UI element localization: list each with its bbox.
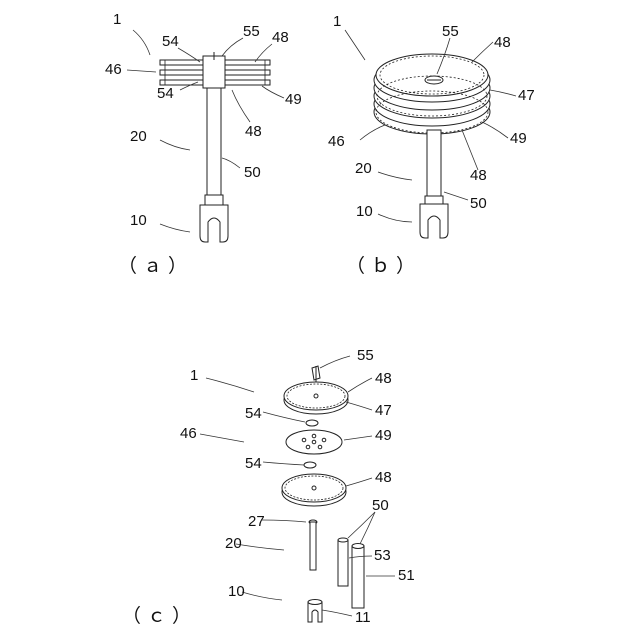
label-a-54-top: 54 — [162, 33, 179, 50]
label-c-51: 51 — [398, 567, 415, 584]
pipe-a — [205, 195, 223, 205]
label-a-48-bottom: 48 — [245, 123, 262, 140]
fork-a — [200, 205, 228, 242]
label-c-47: 47 — [375, 402, 392, 419]
label-b-47: 47 — [518, 87, 535, 104]
label-a-46: 46 — [105, 61, 122, 78]
label-a-55: 55 — [243, 23, 260, 40]
label-b-49: 49 — [510, 130, 527, 147]
gear-bottom — [282, 474, 346, 506]
label-a-1: 1 — [113, 11, 121, 28]
label-b-48-top: 48 — [494, 34, 511, 51]
label-c-48-bottom: 48 — [375, 469, 392, 486]
shaft-b — [427, 130, 441, 202]
label-c-54-top: 54 — [245, 405, 262, 422]
label-c-49: 49 — [375, 427, 392, 444]
plate-49 — [286, 430, 342, 454]
label-c-50: 50 — [372, 497, 389, 514]
label-a-54-bottom: 54 — [157, 85, 174, 102]
screw-55 — [312, 366, 320, 384]
label-b-50: 50 — [470, 195, 487, 212]
fork-b — [420, 204, 448, 238]
label-c-20: 20 — [225, 535, 242, 552]
label-c-46: 46 — [180, 425, 197, 442]
gear-stack-perspective — [374, 54, 490, 134]
label-b-10: 10 — [356, 203, 373, 220]
gear-top — [284, 382, 348, 414]
washer-54-top — [306, 420, 318, 426]
label-c-48-top: 48 — [375, 370, 392, 387]
label-b-20: 20 — [355, 160, 372, 177]
pipe-b — [425, 196, 443, 204]
label-a-10: 10 — [130, 212, 147, 229]
shaft-c — [309, 520, 317, 570]
label-a-20: 20 — [130, 128, 147, 145]
label-b-48-bottom: 48 — [470, 167, 487, 184]
pipe-53 — [338, 538, 348, 586]
label-a-48-top: 48 — [272, 29, 289, 46]
label-c-1: 1 — [190, 367, 198, 384]
caption-a: （ａ） — [118, 255, 193, 277]
label-b-1: 1 — [333, 13, 341, 30]
gear-stack-side — [160, 52, 270, 88]
label-c-55: 55 — [357, 347, 374, 364]
label-c-11: 11 — [355, 609, 371, 626]
label-b-55: 55 — [442, 23, 459, 40]
label-b-46: 46 — [328, 133, 345, 150]
shaft-a — [207, 88, 221, 203]
label-c-10: 10 — [228, 583, 245, 600]
washer-54-bottom — [304, 462, 316, 468]
label-c-27: 27 — [248, 513, 265, 530]
pipe-51 — [352, 544, 364, 609]
caption-b: （ｂ） — [346, 255, 421, 277]
label-a-50: 50 — [244, 164, 261, 181]
label-c-53: 53 — [374, 547, 391, 564]
label-a-49: 49 — [285, 91, 302, 108]
caption-c: （ｃ） — [122, 605, 197, 627]
label-c-54-bottom: 54 — [245, 455, 262, 472]
